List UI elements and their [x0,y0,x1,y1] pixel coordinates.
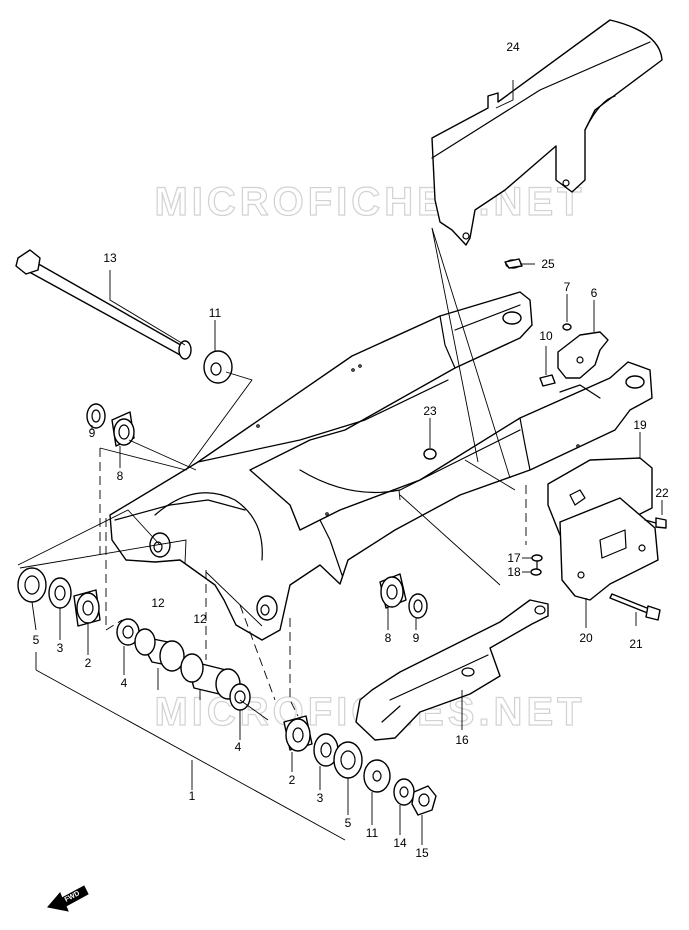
bolt-21 [609,593,661,621]
bracket-6 [557,331,609,379]
callout-20: 20 [579,631,593,645]
chain-guide [547,457,659,601]
leader-lines [31,80,663,845]
bearing-2-left [73,589,101,627]
callout-8-right: 8 [385,631,392,645]
seal-4-right [229,683,251,711]
callout-11-upper: 11 [209,306,222,320]
bearing-2-right [283,715,313,752]
fwd-arrow-icon: FWD [47,885,89,912]
callout-9-left: 9 [89,426,96,440]
seal-5-left [17,567,47,603]
callout-9-right: 9 [413,631,420,645]
bolt-25 [504,258,523,269]
screw-17-washer-18 [530,554,543,576]
collar-12-left [134,628,185,672]
pivot-shaft [15,249,192,360]
bolt-22 [644,517,667,529]
callout-2-right: 2 [289,773,296,787]
callout-12-left: 12 [151,596,165,610]
callout-6: 6 [591,286,598,300]
callout-18: 18 [507,565,521,579]
washer-3-left [48,577,72,609]
callout-11-lower: 11 [366,826,379,840]
callout-13: 13 [103,251,117,265]
nut-23 [423,448,437,460]
callout-4-left: 4 [121,676,128,690]
bolt-10 [539,374,556,387]
callout-21: 21 [629,637,643,651]
callout-3-left: 3 [57,641,64,655]
callout-5-left: 5 [33,633,40,647]
callout-10: 10 [539,329,553,343]
callout-7: 7 [564,280,571,294]
callout-24: 24 [506,40,520,54]
callout-16: 16 [455,733,469,747]
seal-5-right [333,741,363,779]
callout-17: 17 [507,551,521,565]
callout-2-left: 2 [85,656,92,670]
washer-11-upper [203,350,233,384]
nut-15 [411,785,437,816]
screw-7 [562,323,572,331]
chain-slider [355,599,549,741]
assembly-lines [17,227,527,721]
bearing-8-right [379,573,407,609]
callout-5-right: 5 [345,816,352,830]
callout-8-left: 8 [117,469,124,483]
callout-1: 1 [189,789,196,803]
callout-15: 15 [415,846,429,860]
seal-9-left [86,403,106,429]
watermark-top: MICROFICHES.NET [154,180,585,224]
callout-14: 14 [393,836,407,850]
callouts: 1 2 2 3 3 4 4 5 5 6 7 8 8 9 9 10 11 11 1… [33,40,669,860]
callout-4-right: 4 [235,740,242,754]
callout-19: 19 [633,418,647,432]
seal-9-right [408,593,428,619]
washer-14 [393,778,415,806]
bearing-8-left [111,411,135,447]
callout-12-right: 12 [193,612,207,626]
washer-11-lower [363,759,391,793]
chain-case [431,19,663,246]
callout-3-right: 3 [317,791,324,805]
callout-22: 22 [655,486,669,500]
callout-25: 25 [541,257,555,271]
callout-23: 23 [423,404,437,418]
